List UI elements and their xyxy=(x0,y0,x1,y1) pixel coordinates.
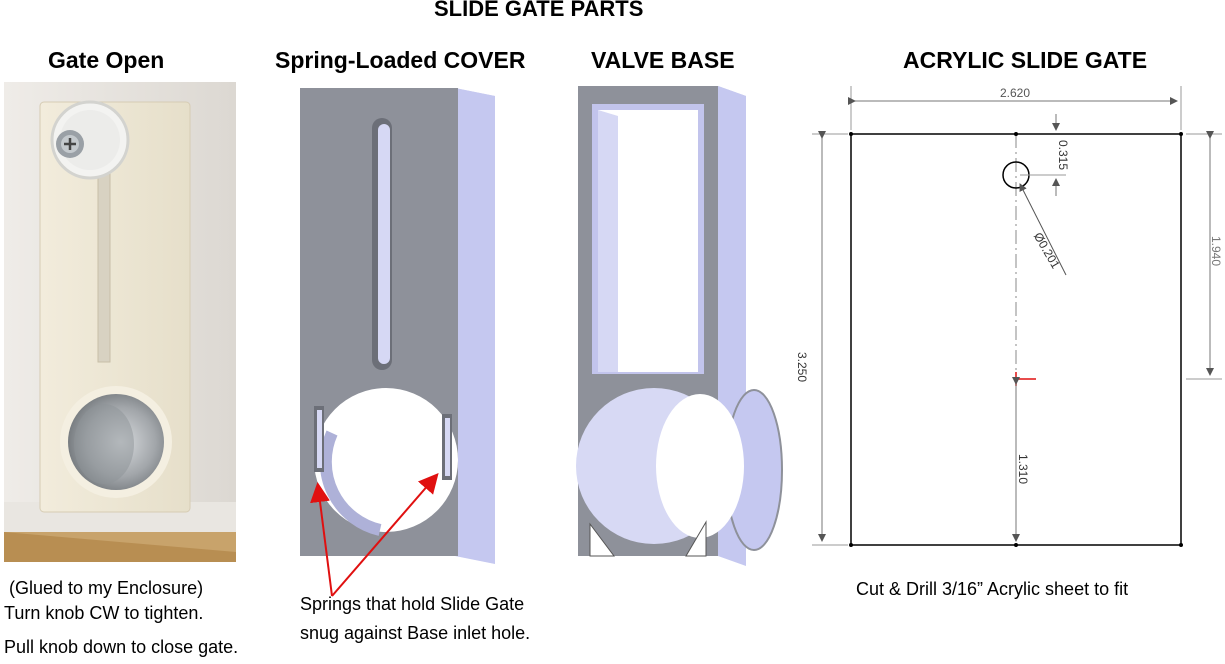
photo-caption-3: Pull knob down to close gate. xyxy=(4,637,239,657)
photo-caption-1: (Glued to my Enclosure) xyxy=(9,578,204,598)
photo-caption-2: Turn knob CW to tighten. xyxy=(4,603,204,623)
acrylic-caption: Cut & Drill 3/16” Acrylic sheet to fit xyxy=(856,579,1129,599)
dim-height: 3.250 xyxy=(795,352,809,383)
gate-open-photo xyxy=(4,82,236,562)
page-title: SLIDE GATE PARTS xyxy=(434,0,644,21)
heading-cover: Spring-Loaded COVER xyxy=(275,47,526,73)
dim-hole-offset: 0.315 xyxy=(1056,140,1070,171)
heading-gate-open: Gate Open xyxy=(48,47,165,73)
dim-right: 1.940 xyxy=(1209,236,1223,267)
valve-base-part xyxy=(576,86,783,566)
dim-bottom: 1.310 xyxy=(1016,454,1030,485)
springs-caption-2: snug against Base inlet hole. xyxy=(300,623,531,643)
heading-valve-base: VALVE BASE xyxy=(591,47,735,73)
springs-caption-1: Springs that hold Slide Gate xyxy=(300,594,525,614)
dim-width: 2.620 xyxy=(1000,86,1031,100)
heading-acrylic: ACRYLIC SLIDE GATE xyxy=(903,47,1148,73)
